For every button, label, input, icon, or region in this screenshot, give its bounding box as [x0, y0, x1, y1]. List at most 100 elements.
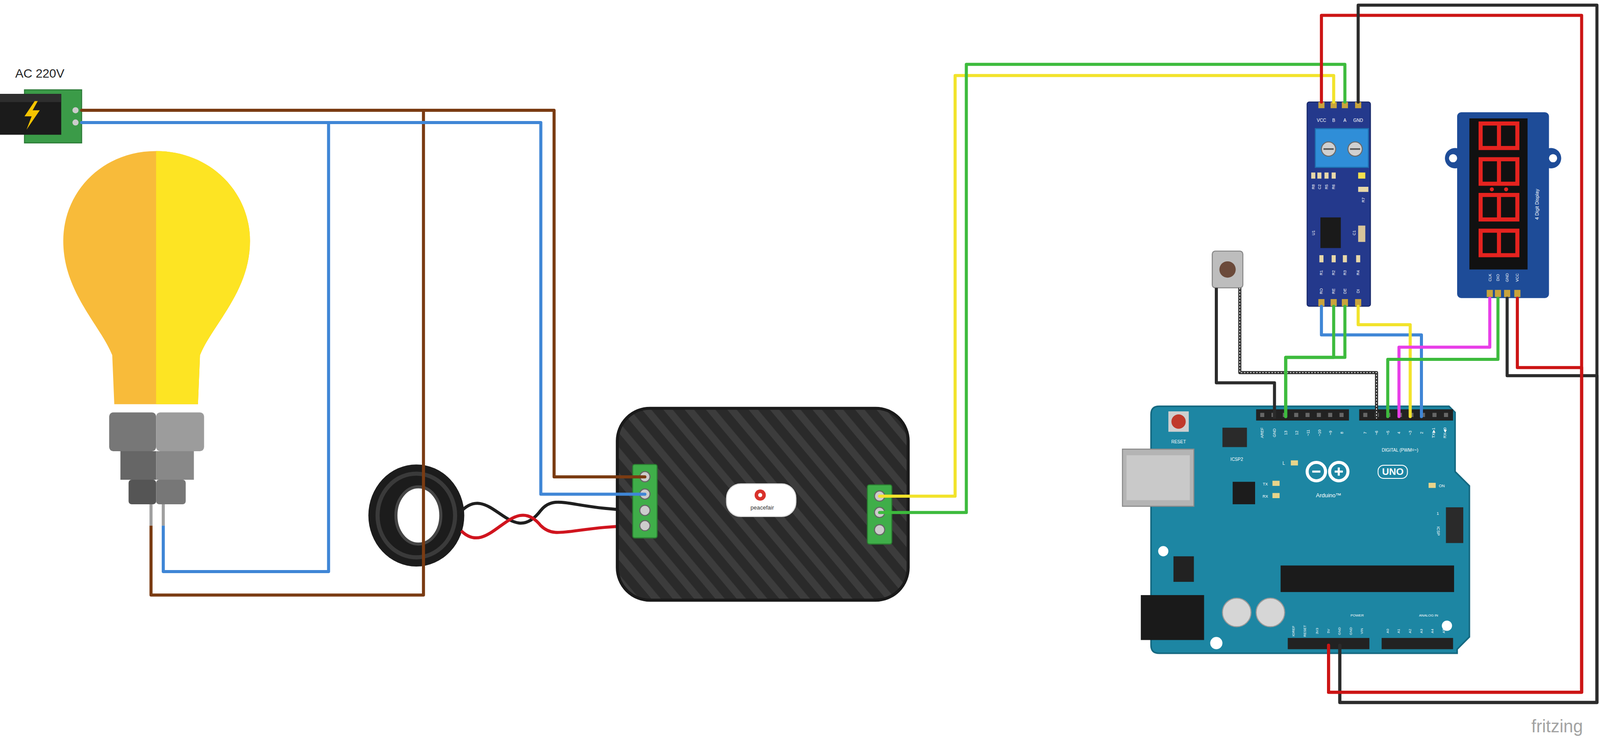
- pin-label: VIN: [1360, 627, 1364, 634]
- light-bulb: [128, 479, 157, 504]
- rs485-module: [1358, 186, 1369, 192]
- pin-label: ~10: [1317, 429, 1322, 437]
- arduino-board: [1222, 427, 1247, 447]
- light-bulb: [149, 503, 153, 526]
- display-module: [1490, 187, 1494, 192]
- rs485-module: [1307, 102, 1371, 307]
- rs485-module: [1358, 225, 1366, 242]
- pin-label: ~3: [1408, 430, 1412, 435]
- display-module: [1480, 230, 1518, 256]
- led-label: TX: [1262, 481, 1269, 486]
- pin-label: VCC: [1316, 118, 1327, 123]
- rs485-module: [1319, 255, 1324, 263]
- display-module: [1486, 289, 1494, 297]
- board-label: ICSP: [1435, 525, 1440, 536]
- component-label: R1: [1319, 269, 1324, 276]
- wire: [1321, 15, 1582, 692]
- display-module: [1514, 289, 1521, 297]
- light-bulb: [156, 151, 250, 405]
- arduino-board: [1381, 637, 1454, 650]
- arduino-board: [1280, 565, 1455, 593]
- rs485-module: VCCBAGNDR8C2R5R6R7U1C1R1R2R3R4ROREDEDI: [1307, 102, 1371, 307]
- arduino-board: [1173, 556, 1195, 582]
- rs485-module: [1331, 172, 1336, 179]
- arduino-board: [1210, 636, 1223, 650]
- brand-logo: peacefair: [750, 504, 774, 511]
- board-logo: Arduino™: [1316, 492, 1342, 498]
- arduino-board: [1122, 448, 1194, 506]
- pin-label: DE: [1342, 287, 1347, 294]
- light-bulb: [156, 450, 194, 480]
- light-bulb: [156, 479, 186, 504]
- arduino-board: [1337, 467, 1341, 476]
- display-module: [1444, 112, 1561, 299]
- component-label: R6: [1331, 184, 1336, 190]
- pin-label: 12: [1294, 430, 1299, 435]
- pin-label: VCC: [1515, 273, 1520, 282]
- wire: [1285, 306, 1345, 417]
- rs485-module: [1331, 255, 1336, 263]
- lamp-wiring: [163, 122, 329, 572]
- board-label: ANALOG IN: [1419, 613, 1439, 618]
- arduino-board: [1290, 460, 1298, 466]
- arduino-board: [1428, 482, 1436, 488]
- pin-label: RX◀0: [1443, 427, 1448, 439]
- push-button: [1239, 287, 1377, 419]
- arduino-board: [1329, 461, 1349, 481]
- rs485-module: [1321, 141, 1336, 157]
- arduino-board: [1272, 480, 1280, 486]
- display-module: [1480, 195, 1518, 220]
- power-meter-housing: [754, 489, 767, 501]
- pin-label: GND: [1349, 626, 1353, 635]
- pin-label: RE: [1331, 287, 1336, 294]
- rs485-module: [1320, 217, 1342, 249]
- pin-label: GND: [1337, 626, 1342, 635]
- pin-label: A3: [1419, 628, 1424, 633]
- component-label: R3: [1342, 269, 1347, 276]
- light-bulb: [63, 151, 250, 405]
- rs485-module: [1311, 172, 1316, 179]
- pin-label: RESET: [1303, 624, 1307, 637]
- display-module: [1469, 118, 1528, 270]
- push-button: [1239, 287, 1377, 419]
- light-bulb: [120, 450, 157, 480]
- arduino-board: [1140, 594, 1204, 640]
- wire: [1339, 5, 1597, 703]
- light-bulb: [161, 503, 165, 526]
- arduino-board: [1232, 481, 1256, 504]
- component-label: R5: [1324, 184, 1329, 190]
- board-label: ICSP2: [1230, 457, 1244, 462]
- led-label: L: [1282, 461, 1285, 466]
- pin-label: A2: [1408, 628, 1412, 633]
- arduino-board: [1122, 405, 1470, 653]
- pin-label: DI: [1356, 288, 1361, 293]
- light-bulb: [156, 411, 204, 451]
- pin-label: B: [1332, 118, 1336, 123]
- rs485-module: [1356, 255, 1361, 263]
- pin-label: 8: [1339, 431, 1344, 434]
- current-transformer: [377, 473, 456, 557]
- arduino-board: [1307, 461, 1326, 481]
- board-logo: UNO: [1377, 464, 1409, 479]
- wire: [879, 64, 1345, 513]
- wire: [1358, 306, 1411, 417]
- rs485-module: [1324, 172, 1329, 179]
- display-module: 4 Digit DisplayCLKDIOGNDVCC: [1457, 112, 1550, 299]
- ac-power-jack: [0, 93, 62, 103]
- display-module: [1448, 153, 1458, 163]
- power-meter-housing: [617, 407, 909, 600]
- push-button: [1212, 251, 1243, 288]
- push-button: [1219, 261, 1236, 278]
- pin-label: GND: [1505, 273, 1510, 282]
- component-label: R4: [1356, 269, 1361, 276]
- ac-power-jack: [72, 119, 79, 126]
- pin-label: 1: [1436, 511, 1439, 516]
- current-transformer: [395, 486, 441, 544]
- arduino-board: [1255, 408, 1349, 421]
- component-label: C2: [1317, 184, 1322, 190]
- pin-label: ~6: [1374, 430, 1379, 435]
- display-module: [1504, 187, 1508, 192]
- component-label: R8: [1311, 184, 1316, 190]
- display-module: [1480, 123, 1518, 256]
